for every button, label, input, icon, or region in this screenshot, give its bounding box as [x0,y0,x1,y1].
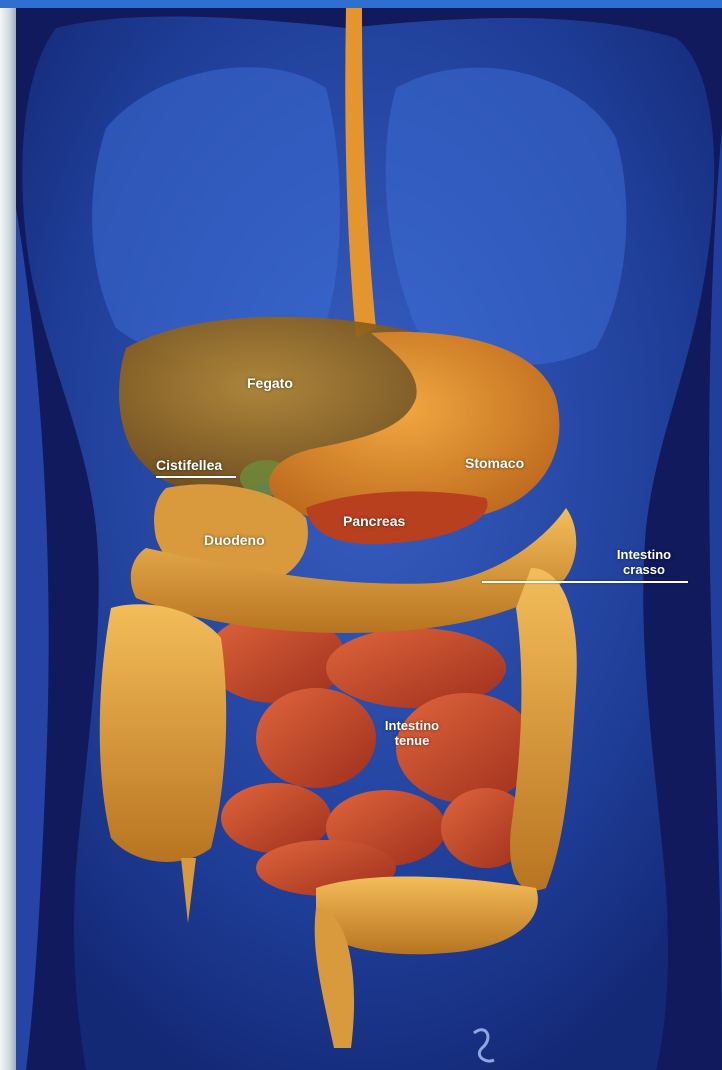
label-cistifellea: Cistifellea [156,458,222,473]
label-intestino-tenue-line1: Intestino [376,718,448,733]
top-accent-bar [0,0,722,8]
label-intestino-crasso-line1: Intestino [612,547,676,562]
label-intestino-tenue: Intestino tenue [376,718,448,748]
digestive-system-illustration [16,8,722,1070]
label-fegato: Fegato [247,376,293,391]
label-intestino-crasso: Intestino crasso [612,547,676,577]
leader-cistifellea [156,476,236,478]
label-duodeno: Duodeno [204,533,265,548]
label-pancreas: Pancreas [343,514,405,529]
anatomy-svg [16,8,722,1070]
leader-intestino-crasso [482,581,688,583]
label-intestino-crasso-line2: crasso [612,562,676,577]
background-window-edge [0,0,16,1070]
left-lung [386,68,627,366]
ascending-colon [100,604,226,862]
label-intestino-tenue-line2: tenue [376,733,448,748]
label-stomaco: Stomaco [465,456,524,471]
